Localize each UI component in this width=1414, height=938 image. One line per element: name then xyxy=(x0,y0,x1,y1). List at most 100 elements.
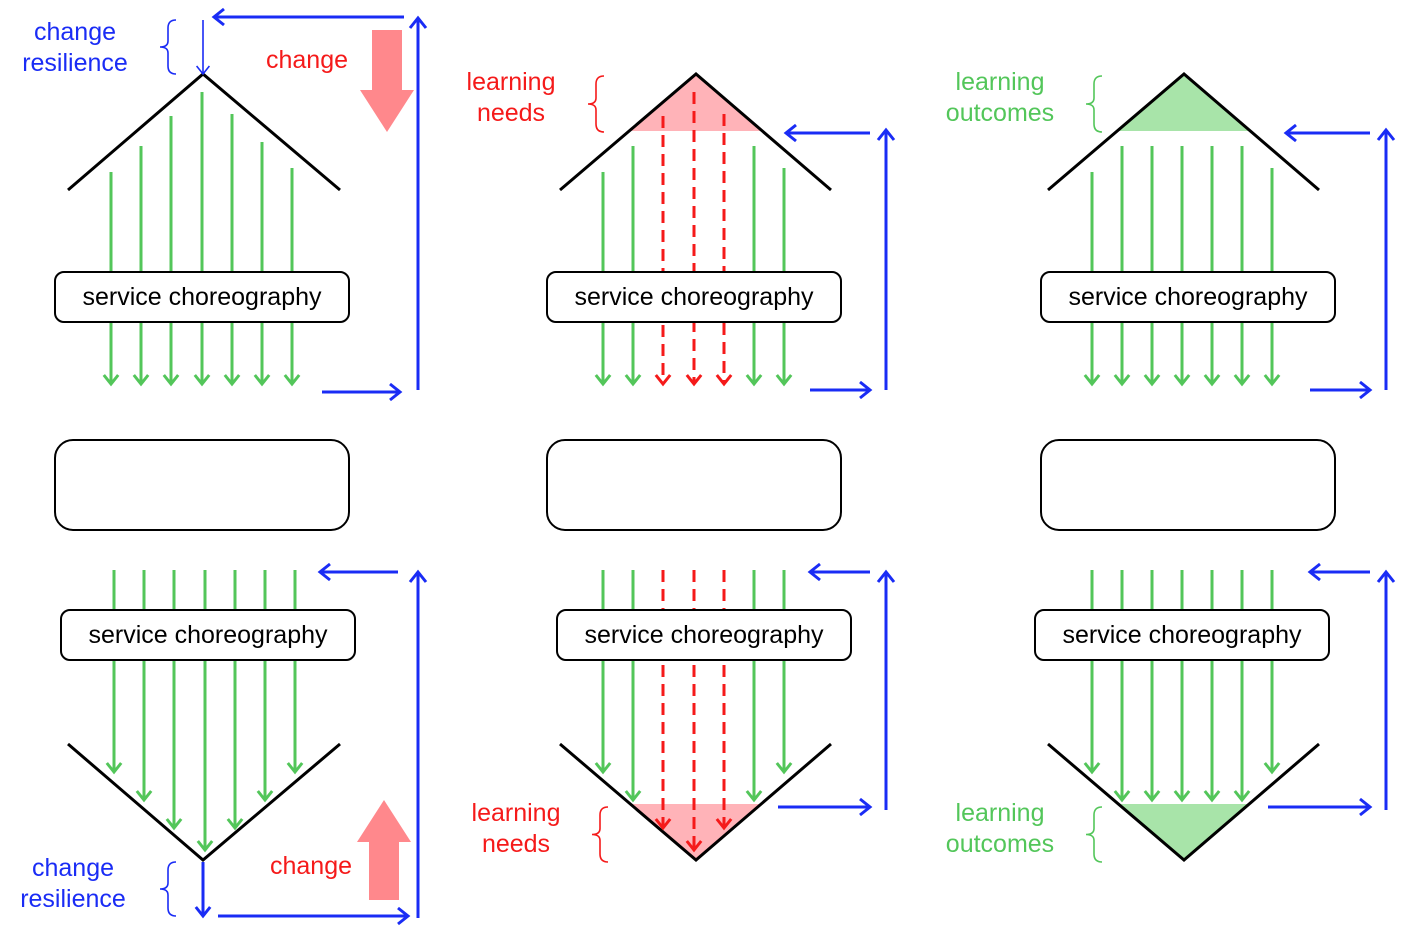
panel-learning-outcomes-bottom-flow-arrow-1-head xyxy=(1113,790,1131,803)
panel-learning-needs-bottom-flow-arrow-4-head xyxy=(715,818,733,831)
panel-learning-outcomes-middle-box xyxy=(1040,439,1336,531)
panel-change-resilience-top-label-line-1: resilience xyxy=(22,49,128,77)
panel-change-resilience-top-flow-arrow-0-head xyxy=(102,374,120,387)
panel-learning-outcomes-top-service-label: service choreography xyxy=(1068,283,1308,311)
panel-learning-needs-bottom-label-line-1: needs xyxy=(482,830,550,858)
panel-learning-needs-top-flow-arrow-3-head xyxy=(685,374,703,387)
panel-change-resilience-bottom-funnel xyxy=(67,742,341,862)
panel-learning-needs-top-service-label: service choreography xyxy=(574,283,814,311)
panel-learning-needs-bottom-flow-arrow-3-head xyxy=(685,840,703,853)
panel-change-resilience-bottom-brace xyxy=(159,861,177,917)
panel-learning-outcomes-bottom-flow-arrow-6-head xyxy=(1263,762,1281,775)
panel-change-resilience-change-arrow-top xyxy=(360,30,414,132)
panel-change-resilience-bottom-flow-arrow-0-head xyxy=(105,762,123,775)
panel-change-resilience-bottom-flow-arrow-6-head xyxy=(286,762,304,775)
panel-learning-outcomes-top-label-line-0: learning xyxy=(956,68,1045,96)
panel-learning-needs-top-flow-arrow-1-head xyxy=(624,374,642,387)
panel-change-resilience-top-label-line-0: change xyxy=(34,18,116,46)
panel-learning-needs-bottom-label-line-0: learning xyxy=(472,799,561,827)
panel-learning-needs-top-flow-arrow-0-head xyxy=(594,374,612,387)
line-layer xyxy=(67,7,1396,926)
panel-learning-needs-bottom-flow-arrow-0-head xyxy=(594,762,612,775)
panel-learning-outcomes-top-loop-right-head xyxy=(1359,380,1373,400)
panel-learning-outcomes-bottom-shaded-region xyxy=(1118,804,1250,860)
panel-change-resilience-bottom-label-line-0: change xyxy=(32,854,114,882)
panel-change-resilience-bottom-label-line-1: resilience xyxy=(20,885,126,913)
panel-change-resilience-top-service-label: service choreography xyxy=(82,283,322,311)
panel-change-resilience-bottom-flow-arrow-1-head xyxy=(135,790,153,803)
panel-learning-needs-bottom-service-label: service choreography xyxy=(584,621,824,649)
panel-change-resilience-top-loop-up-head xyxy=(408,15,428,29)
panel-learning-outcomes-bottom-service-box xyxy=(1034,609,1330,661)
panel-change-resilience-change-label-bottom: change xyxy=(270,852,352,880)
panel-change-resilience-top-brace xyxy=(159,19,177,75)
panel-learning-outcomes-top-flow-arrow-1-head xyxy=(1113,374,1131,387)
text-layer: service choreography change change resilien… xyxy=(20,18,1308,913)
panel-learning-needs-middle-box xyxy=(546,439,842,531)
panel-change-resilience-top-flow-arrow-6-head xyxy=(283,374,301,387)
panel-learning-needs-top-loop-left-head xyxy=(783,123,797,143)
panel-learning-needs-bottom-loop-right-head xyxy=(859,797,873,817)
panel-learning-needs-top-loop-right-head xyxy=(859,380,873,400)
panel-learning-needs-bottom-flow-arrow-6-head xyxy=(775,762,793,775)
panel-learning-outcomes-bottom-flow-arrow-2-head xyxy=(1143,790,1161,803)
fill-layer xyxy=(357,30,1251,900)
panel-learning-needs-top-flow-arrow-4-head xyxy=(715,374,733,387)
panel-learning-outcomes-bottom-flow-arrow-0-head xyxy=(1083,762,1101,775)
panel-learning-needs-top-label-line-0: learning xyxy=(467,68,556,96)
panel-learning-needs-top-brace xyxy=(587,75,605,133)
panel-learning-outcomes-top-service-box xyxy=(1040,271,1336,323)
panel-change-resilience-bottom-flow-arrow-3-head xyxy=(196,840,214,853)
panel-change-resilience-top-roof xyxy=(67,72,341,192)
panel-learning-outcomes-bottom-brace xyxy=(1085,806,1103,863)
panel-change-resilience-top-service-box xyxy=(54,271,350,323)
panel-change-resilience-change-label-top: change xyxy=(266,46,348,74)
panel-change-resilience-bottom-loop-up-head xyxy=(408,569,428,583)
panel-learning-needs-bottom-flow-arrow-2-head xyxy=(654,818,672,831)
panel-change-resilience-bottom-flow-arrow-4-head xyxy=(226,818,244,831)
box-layer xyxy=(54,271,1336,661)
panel-learning-needs-top-flow-arrow-6-head xyxy=(775,374,793,387)
panel-learning-outcomes-top-flow-arrow-2-head xyxy=(1143,374,1161,387)
panel-learning-outcomes-bottom-label-line-1: outcomes xyxy=(946,830,1054,858)
panel-change-resilience-bottom-flow-arrow-2-head xyxy=(165,818,183,831)
panel-learning-needs-bottom-loop-up-head xyxy=(876,569,896,583)
panel-change-resilience-bottom-service-box xyxy=(60,609,356,661)
panel-learning-needs-top-label-line-1: needs xyxy=(477,99,545,127)
panel-learning-needs-top-service-box xyxy=(546,271,842,323)
panel-change-resilience-resilience-arrow-top-head xyxy=(195,65,211,76)
panel-change-resilience-change-arrow-bottom xyxy=(357,800,411,900)
panel-learning-needs-top-flow-arrow-5-head xyxy=(745,374,763,387)
panel-change-resilience-middle-box xyxy=(54,439,350,531)
panel-learning-outcomes-bottom-flow-arrow-3-head xyxy=(1173,790,1191,803)
panel-learning-outcomes-bottom-flow-arrow-4-head xyxy=(1203,790,1221,803)
panel-learning-outcomes-bottom-loop-left-head xyxy=(1307,562,1321,582)
panel-change-resilience-top-flow-arrow-4-head xyxy=(223,374,241,387)
panel-change-resilience-top-flow-arrow-1-head xyxy=(132,374,150,387)
panel-learning-outcomes-top-brace xyxy=(1085,75,1103,133)
panel-change-resilience-top-flow-arrow-2-head xyxy=(162,374,180,387)
panel-change-resilience-top-loop-right-head xyxy=(389,382,403,402)
panel-learning-needs-bottom-flow-arrow-1-head xyxy=(624,790,642,803)
panel-learning-outcomes-top-flow-arrow-3-head xyxy=(1173,374,1191,387)
panel-learning-outcomes-top-flow-arrow-5-head xyxy=(1233,374,1251,387)
panel-change-resilience-resilience-arrow-bottom-head xyxy=(194,906,212,919)
panel-learning-outcomes-top-loop-up-head xyxy=(1376,127,1396,141)
panel-learning-outcomes-bottom-flow-arrow-5-head xyxy=(1233,790,1251,803)
panel-change-resilience-bottom-flow-arrow-5-head xyxy=(256,790,274,803)
panel-learning-needs-bottom-funnel xyxy=(559,742,832,862)
panel-learning-needs-top-flow-arrow-2-head xyxy=(654,374,672,387)
panel-learning-outcomes-top-loop-left-head xyxy=(1283,123,1297,143)
panel-learning-outcomes-top-flow-arrow-0-head xyxy=(1083,374,1101,387)
panel-learning-outcomes-bottom-service-label: service choreography xyxy=(1062,621,1302,649)
panel-change-resilience-bottom-service-label: service choreography xyxy=(88,621,328,649)
panel-learning-needs-top-loop-up-head xyxy=(876,127,896,141)
panel-learning-outcomes-bottom-loop-right-head xyxy=(1359,797,1373,817)
panel-learning-outcomes-top-shaded-region xyxy=(1117,74,1251,131)
panel-learning-outcomes-top-flow-arrow-4-head xyxy=(1203,374,1221,387)
panel-learning-outcomes-top-roof xyxy=(1047,72,1320,192)
panel-learning-needs-bottom-service-box xyxy=(556,609,852,661)
panel-learning-outcomes-bottom-funnel xyxy=(1047,742,1320,862)
panel-change-resilience-top-flow-arrow-3-head xyxy=(193,374,211,387)
